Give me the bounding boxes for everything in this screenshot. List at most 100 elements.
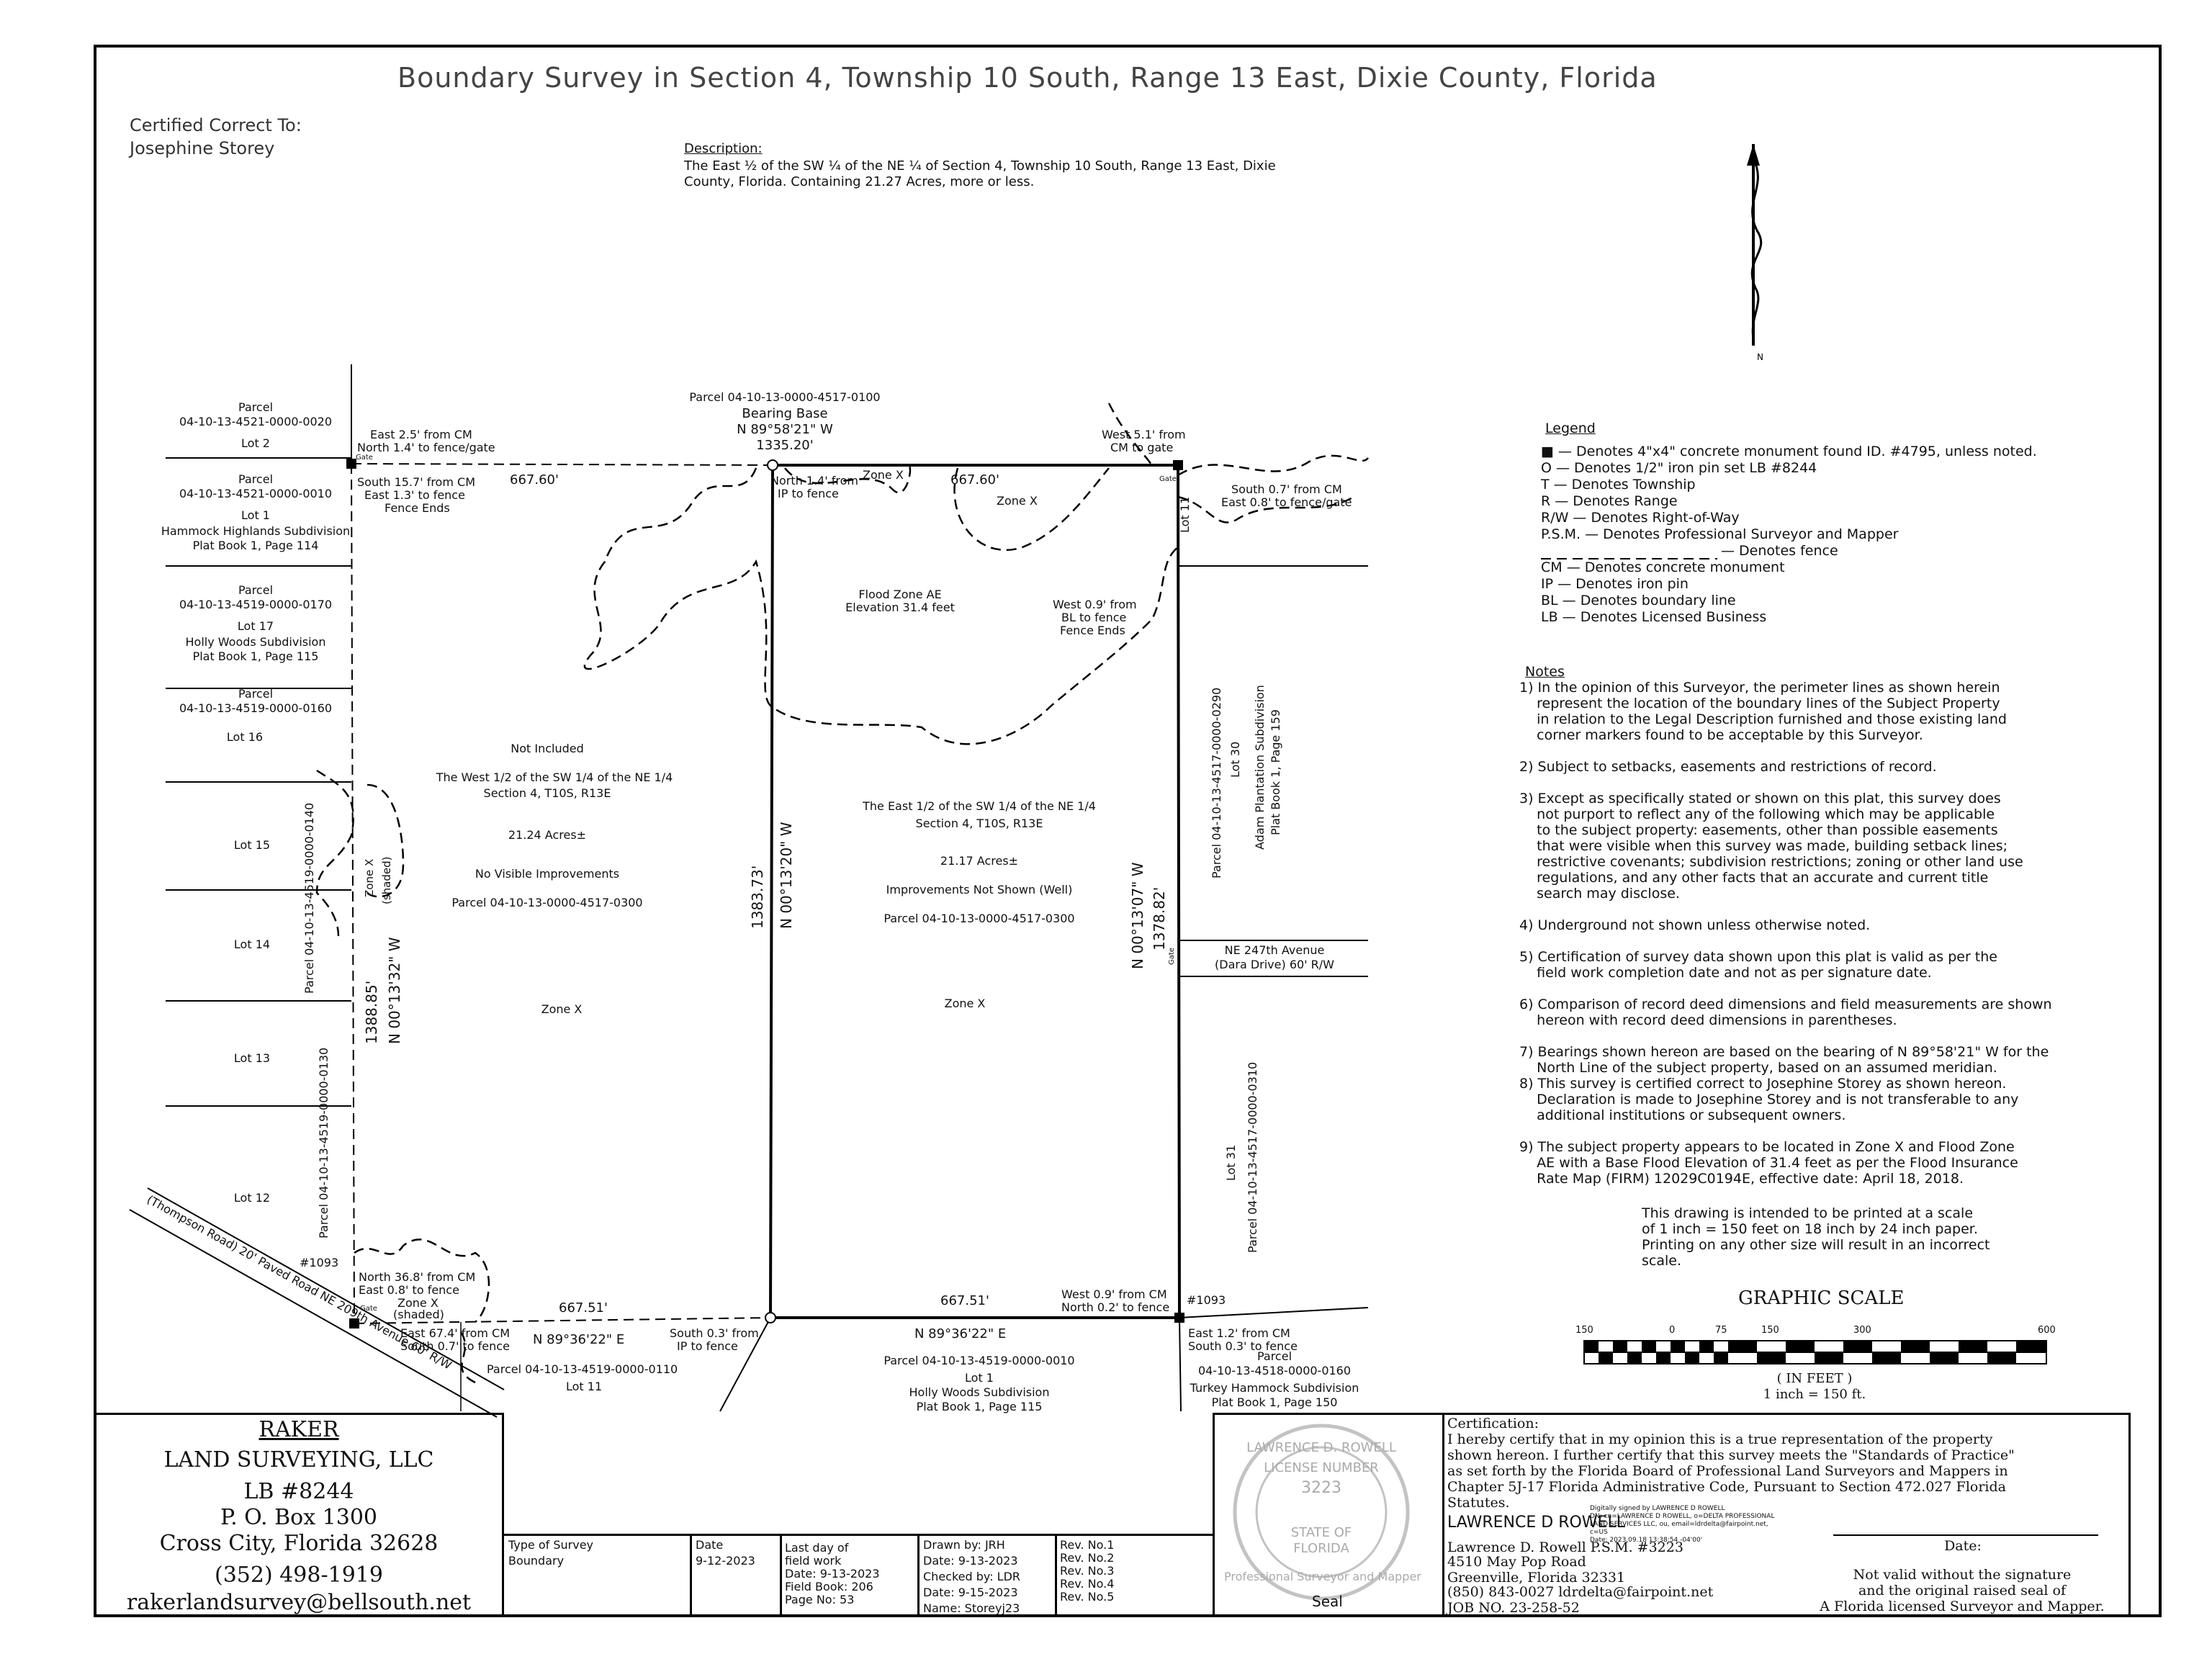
graphic-scale-title: GRAPHIC SCALE	[1738, 1287, 1905, 1309]
lot-label: Lot 2	[241, 436, 270, 450]
company-block	[94, 1413, 504, 1617]
certification-line: Chapter 5J-17 Florida Administrative Cod…	[1447, 1479, 2007, 1495]
certified-label: Certified Correct To:	[130, 115, 302, 135]
cm-note: East 1.3' to fence	[364, 488, 465, 502]
scale-note-line: This drawing is intended to be printed a…	[1642, 1205, 1974, 1221]
bearing-label: N 00°13'32" W	[386, 937, 403, 1045]
lot-label: Lot 11	[1178, 496, 1192, 533]
parcel-label: Parcel 04-10-13-0000-4517-0300	[884, 912, 1075, 925]
surveyor-contact: (850) 843-0027 ldrdelta@fairpoint.net	[1447, 1584, 1714, 1600]
company-subtitle: LAND SURVEYING, LLC	[163, 1447, 434, 1473]
certification-line: Statutes.	[1447, 1495, 1510, 1511]
parcel-label: Parcel 04-10-13-4517-0000-0310	[1246, 1061, 1259, 1253]
iron-pin-south	[765, 1312, 776, 1323]
certification-line: I hereby certify that in my opinion this…	[1447, 1431, 1993, 1447]
parcel-label: Parcel	[238, 400, 274, 414]
ip-note: North 1.4' from	[770, 474, 858, 487]
scale-cell	[1627, 1352, 1642, 1364]
monument-ne	[1173, 460, 1183, 470]
cm-note: West 5.1' from	[1102, 428, 1186, 441]
zone-label: Zone X	[997, 494, 1038, 508]
zone-label: (shaded)	[380, 856, 393, 905]
checked-date: Date: 9-15-2023	[923, 1586, 1018, 1599]
cm-note: South 15.7' from CM	[357, 475, 475, 489]
company-po: P. O. Box 1300	[220, 1505, 377, 1530]
scale-tick-label: 600	[2038, 1325, 2056, 1336]
parcel-label: Parcel 04-10-13-4519-0000-0130	[317, 1047, 331, 1238]
scale-cell	[1930, 1352, 1959, 1364]
not-included-label: Section 4, T10S, R13E	[483, 786, 611, 800]
zone-label: Zone X	[541, 1002, 583, 1016]
scale-cell	[1901, 1341, 1930, 1352]
plat-book-label: Plat Book 1, Page 115	[192, 649, 319, 663]
zone-x-shaded-left	[315, 769, 354, 937]
certification-heading: Certification:	[1447, 1416, 1539, 1431]
description-line2: County, Florida. Containing 21.27 Acres,…	[684, 174, 1035, 189]
date-label: Date	[696, 1538, 724, 1552]
note-line: 9) The subject property appears to be lo…	[1519, 1139, 2015, 1155]
cm-note: South 0.7' from CM	[1231, 482, 1342, 496]
acreage-label: 21.17 Acres±	[940, 854, 1019, 868]
note-line: 8) This survey is certified correct to J…	[1519, 1076, 2007, 1092]
west-parcel-north-line	[351, 463, 773, 466]
note-line: 7) Bearings shown hereon are based on th…	[1519, 1044, 2049, 1060]
fieldwork-label: field work	[785, 1554, 842, 1568]
scale-cell	[2016, 1341, 2046, 1352]
digital-signature-line: Date: 2023.09.18 13:38:54 -04'00'	[1590, 1537, 1703, 1544]
zone-label: Zone X	[944, 997, 986, 1010]
lot-label: Lot 30	[1228, 741, 1242, 778]
scale-cell	[1671, 1341, 1685, 1352]
flood-zone-label: Flood Zone AE	[858, 588, 942, 601]
lot-label: Lot 1	[241, 508, 270, 522]
gate-label: Gate	[356, 454, 373, 462]
drawn-by: Drawn by: JRH	[923, 1538, 1005, 1552]
seal-ring-bottom: Professional Surveyor and Mapper	[1224, 1570, 1421, 1583]
plat-book-label: Plat Book 1, Page 150	[1211, 1395, 1338, 1409]
scale-cell	[1757, 1352, 1786, 1364]
cm-note: West 0.9' from CM	[1061, 1287, 1167, 1301]
parcel-label: Parcel	[238, 583, 274, 597]
iron-pin-north	[767, 459, 778, 471]
note-line: North Line of the subject property, base…	[1519, 1060, 1997, 1076]
revision-item: Rev. No.1	[1060, 1538, 1115, 1552]
parcel-label: 04-10-13-4519-0000-0160	[179, 701, 333, 715]
monument-sw	[349, 1318, 359, 1328]
parcel-label: Parcel 04-10-13-4519-0000-0110	[487, 1362, 678, 1376]
note-line: corner markers found to be acceptable by…	[1519, 727, 1923, 743]
field-book: Field Book: 206	[785, 1580, 873, 1593]
plat-book-label: Plat Book 1, Page 159	[1269, 709, 1282, 835]
signature-date-label: Date:	[1944, 1538, 1982, 1554]
legend-item: BL — Denotes boundary line	[1541, 593, 1736, 608]
parcel-label: Parcel	[238, 472, 274, 486]
note-line: 6) Comparison of record deed dimensions …	[1519, 997, 2052, 1012]
subdivision-label: Holly Woods Subdivision	[185, 635, 326, 649]
validity-note: Not valid without the signature	[1853, 1567, 2072, 1583]
seal-number: 3223	[1301, 1479, 1341, 1497]
bearing-label: N 00°13'20" W	[778, 822, 795, 930]
legend-heading: Legend	[1545, 421, 1596, 436]
monument-nw	[346, 459, 356, 469]
legend-item: T — Denotes Township	[1541, 477, 1696, 493]
legend-item: O — Denotes 1/2" iron pin set LB #8244	[1541, 460, 1817, 476]
scale-cell	[1599, 1352, 1613, 1364]
note-line: AE with a Base Flood Elevation of 31.4 f…	[1519, 1155, 2018, 1171]
scale-tick-label: 300	[1853, 1325, 1871, 1336]
note-line: search may disclose.	[1519, 886, 1680, 902]
scale-tick-label: 75	[1715, 1325, 1727, 1336]
survey-type-value: Boundary	[508, 1554, 565, 1568]
improvements-label: Improvements Not Shown (Well)	[886, 883, 1073, 896]
zone-label: Zone X	[863, 468, 904, 482]
drawn-date: Date: 9-13-2023	[923, 1554, 1018, 1568]
parcel-label: Parcel	[238, 687, 274, 701]
job-number: JOB NO. 23-258-52	[1447, 1600, 1580, 1616]
company-city: Cross City, Florida 32628	[159, 1531, 439, 1556]
description-line1: The East ½ of the SW ¼ of the NE ¼ of Se…	[684, 158, 1276, 174]
scale-cell	[1959, 1341, 1987, 1352]
legend-item: LB — Denotes Licensed Business	[1541, 609, 1767, 625]
surveyor-address: Greenville, Florida 32331	[1447, 1570, 1626, 1586]
parcel-label: Parcel 04-10-13-4519-0000-0140	[302, 802, 316, 994]
distance-label: 1378.82'	[1151, 886, 1168, 950]
not-included-label: The West 1/2 of the SW 1/4 of the NE 1/4	[436, 770, 673, 784]
checked-by: Checked by: LDR	[923, 1570, 1021, 1583]
scale-cell	[1656, 1352, 1671, 1364]
